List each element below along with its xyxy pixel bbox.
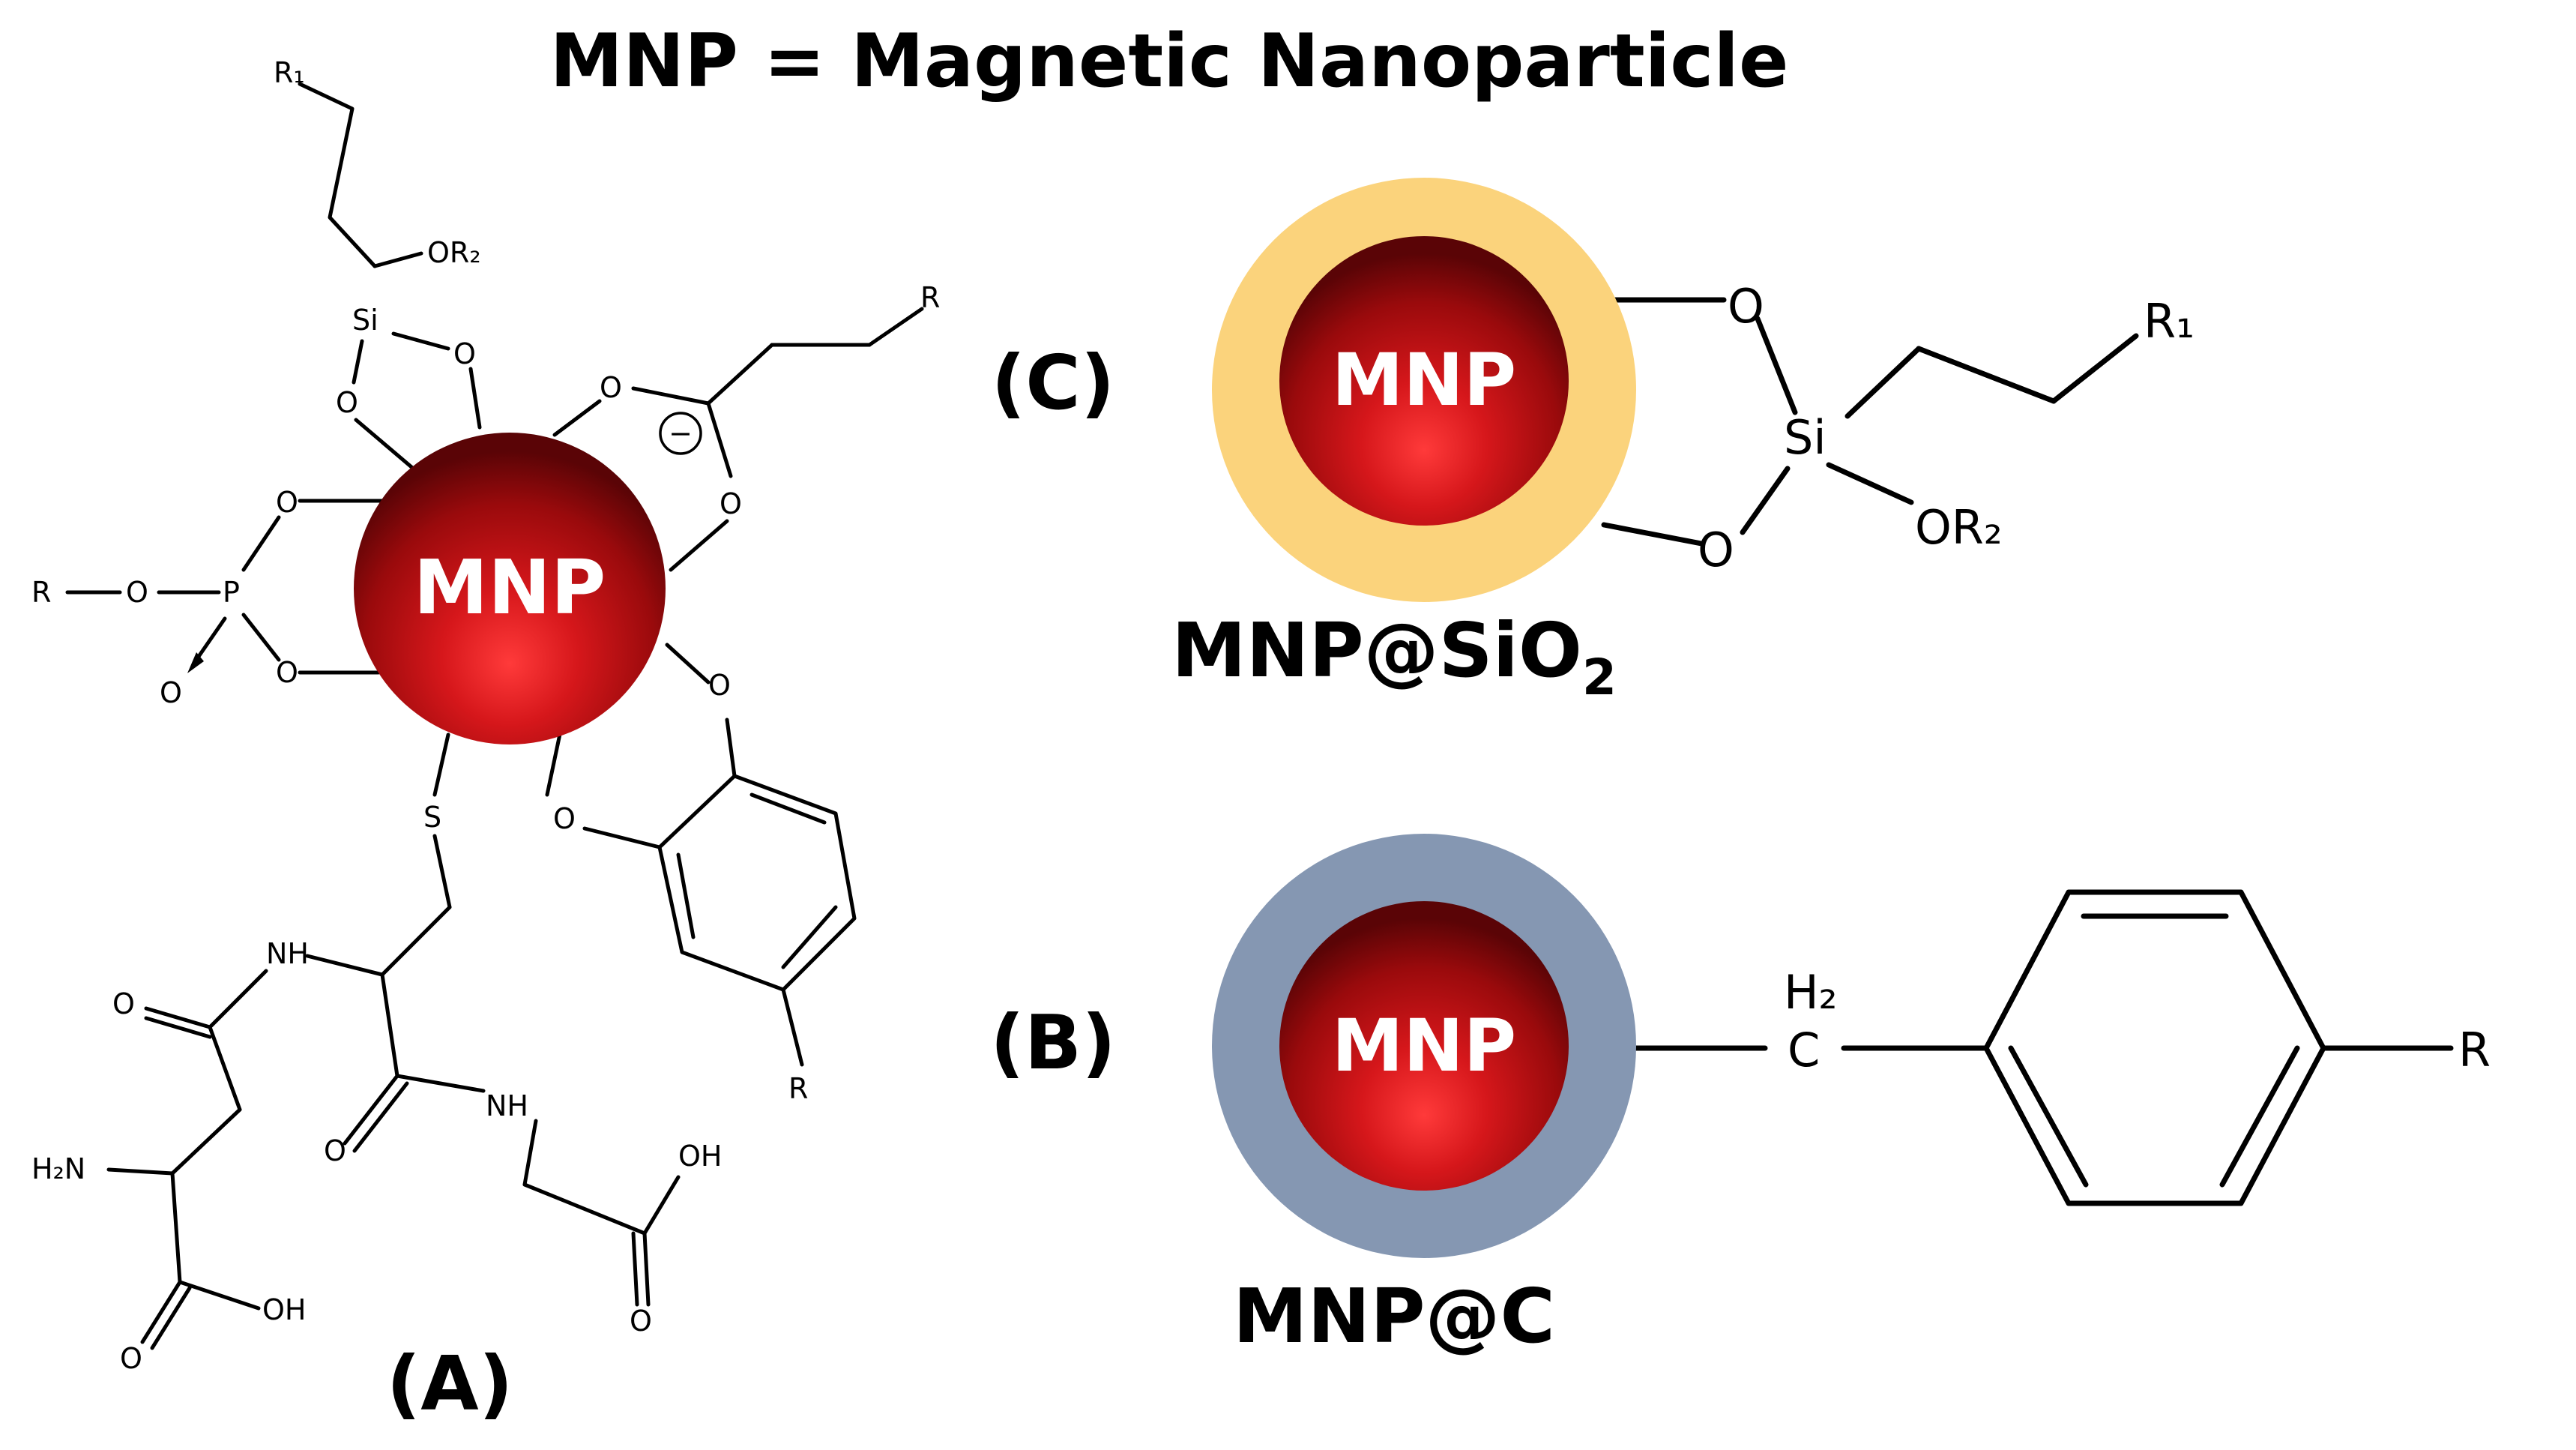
atom-minus: − (669, 417, 693, 450)
negative-charge-circle (659, 412, 702, 455)
atom-r: R (2458, 1023, 2491, 1077)
panel-c-label: (C) (992, 339, 1115, 427)
atom-o: O (720, 487, 742, 520)
atom-r: R (788, 1072, 808, 1105)
atom-si: Si (352, 304, 378, 337)
nanoparticle-b: MNP (1212, 834, 1636, 1258)
atom-nh: NH (266, 937, 309, 970)
atom-o: O (453, 337, 476, 370)
nanoparticle-label: MNP (1332, 338, 1516, 422)
atom-o: O (276, 486, 298, 519)
atom-or2: OR₂ (427, 236, 481, 269)
atom-o: O (708, 669, 731, 702)
atom-r1: R₁ (274, 56, 305, 89)
panel-c-bonds (1601, 297, 2139, 547)
atom-r: R (920, 281, 940, 314)
panel-c-atoms: O O Si R₁ OR₂ (1698, 279, 2195, 577)
atom-o: O (276, 656, 298, 689)
magnetic-nanoparticle-sphere (1279, 901, 1569, 1191)
atom-o: O (600, 371, 622, 404)
nanoparticle-a: MNP (354, 433, 666, 744)
panel-b-label: (B) (990, 999, 1116, 1086)
figure-title: MNP = Magnetic Nanoparticle (550, 19, 1789, 104)
atom-si: Si (1784, 410, 1827, 465)
panel-a-bonds (65, 82, 924, 1350)
atom-o: O (1728, 279, 1764, 334)
panel-a-atoms: R₁ OR₂ Si O O R O − O R O P O O O O O S … (31, 56, 940, 1375)
nanoparticle-c: MNP (1212, 178, 1636, 602)
atom-oh: OH (678, 1140, 722, 1173)
magnetic-nanoparticle-sphere (1279, 236, 1569, 526)
atom-p: P (223, 576, 240, 609)
atom-r: R (31, 576, 51, 609)
atom-p-oxide-o: O (160, 676, 182, 709)
atom-oh: OH (262, 1293, 306, 1326)
atom-h2: H₂ (1784, 965, 1837, 1020)
atom-o: O (112, 987, 135, 1020)
panel-b-atoms: H₂ C R (1784, 965, 2491, 1077)
nanoparticle-label: MNP (1332, 1004, 1516, 1088)
magnetic-nanoparticle-sphere (354, 433, 666, 744)
panel-b: (B) H₂ C R MNP MNP@C (990, 834, 2491, 1360)
panel-b-bonds (1627, 889, 2454, 1206)
panel-c-name: MNP@SiO2 (1171, 607, 1617, 706)
atom-o: O (336, 386, 358, 419)
atom-o: O (324, 1134, 346, 1167)
panel-a: R₁ OR₂ Si O O R O − O R O P O O O O O S … (31, 56, 940, 1428)
panel-a-label: (A) (387, 1340, 513, 1428)
atom-r1: R₁ (2144, 294, 2195, 349)
atom-o: O (553, 802, 576, 835)
panel-b-name: MNP@C (1233, 1272, 1555, 1360)
atom-or2: OR₂ (1915, 500, 2003, 555)
atom-o: O (126, 576, 148, 609)
atom-o: O (1698, 523, 1734, 577)
atom-o: O (630, 1305, 652, 1338)
panel-c: (C) O O Si R₁ OR₂ MNP MNP@SiO2 (992, 178, 2195, 706)
atom-nh: NH (486, 1089, 528, 1122)
atom-c: C (1788, 1023, 1820, 1077)
nanoparticle-label: MNP (414, 544, 606, 631)
atom-h2n: H₂N (31, 1152, 85, 1185)
atom-o: O (120, 1342, 142, 1375)
atom-s: S (423, 801, 441, 834)
